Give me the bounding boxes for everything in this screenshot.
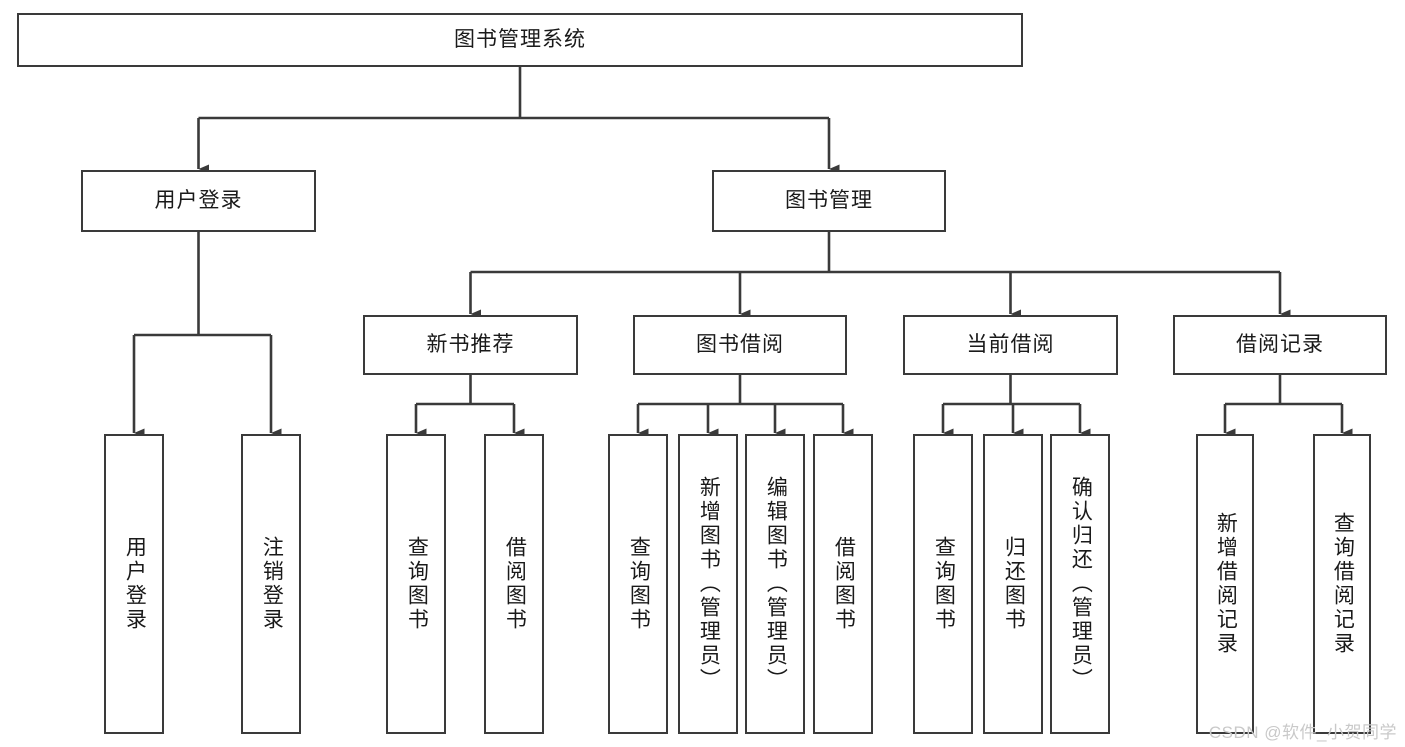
node-current-borrow[interactable]: 当前借阅 <box>903 315 1118 375</box>
node-new-book-recommend-label: 新书推荐 <box>426 333 515 357</box>
leaf-query-borrow-record[interactable]: 查询借阅记录 <box>1313 434 1371 734</box>
leaf-borrow-book-2[interactable]: 借阅图书 <box>813 434 873 734</box>
leaf-query-book-2-label: 查询图书 <box>627 536 651 632</box>
leaf-query-book-2[interactable]: 查询图书 <box>608 434 668 734</box>
node-book-manage[interactable]: 图书管理 <box>712 170 946 232</box>
node-book-manage-label: 图书管理 <box>785 189 873 213</box>
node-user-login[interactable]: 用户登录 <box>81 170 316 232</box>
leaf-query-borrow-record-label: 查询借阅记录 <box>1331 512 1355 656</box>
leaf-user-login-label: 用户登录 <box>123 536 147 632</box>
leaf-add-book-label: 新增图书（管理员） <box>697 476 721 692</box>
node-current-borrow-label: 当前借阅 <box>966 333 1055 357</box>
leaf-logout-label: 注销登录 <box>260 536 284 632</box>
leaf-query-book-3-label: 查询图书 <box>932 536 956 632</box>
node-book-borrow-label: 图书借阅 <box>696 333 784 357</box>
csdn-watermark: CSDN @软件_小贺同学 <box>1208 723 1397 742</box>
leaf-edit-book[interactable]: 编辑图书（管理员） <box>745 434 805 734</box>
node-root[interactable]: 图书管理系统 <box>17 13 1023 67</box>
leaf-add-borrow-record[interactable]: 新增借阅记录 <box>1196 434 1254 734</box>
node-borrow-record-label: 借阅记录 <box>1236 333 1324 357</box>
leaf-edit-book-label: 编辑图书（管理员） <box>764 476 788 692</box>
node-user-login-label: 用户登录 <box>154 189 243 213</box>
leaf-borrow-book-2-label: 借阅图书 <box>832 536 856 632</box>
leaf-borrow-book-1-label: 借阅图书 <box>503 536 527 632</box>
leaf-borrow-book-1[interactable]: 借阅图书 <box>484 434 544 734</box>
leaf-add-book[interactable]: 新增图书（管理员） <box>678 434 738 734</box>
node-borrow-record[interactable]: 借阅记录 <box>1173 315 1387 375</box>
connector-lines <box>132 67 1353 438</box>
node-book-borrow[interactable]: 图书借阅 <box>633 315 847 375</box>
leaf-confirm-return-label: 确认归还（管理员） <box>1069 476 1093 692</box>
node-new-book-recommend[interactable]: 新书推荐 <box>363 315 578 375</box>
leaf-query-book-1-label: 查询图书 <box>405 536 429 632</box>
leaf-return-book[interactable]: 归还图书 <box>983 434 1043 734</box>
leaf-logout[interactable]: 注销登录 <box>241 434 301 734</box>
node-root-label: 图书管理系统 <box>454 28 586 52</box>
leaf-return-book-label: 归还图书 <box>1002 536 1026 632</box>
leaf-query-book-1[interactable]: 查询图书 <box>386 434 446 734</box>
leaf-add-borrow-record-label: 新增借阅记录 <box>1214 512 1238 656</box>
leaf-user-login[interactable]: 用户登录 <box>104 434 164 734</box>
leaf-query-book-3[interactable]: 查询图书 <box>913 434 973 734</box>
leaf-confirm-return[interactable]: 确认归还（管理员） <box>1050 434 1110 734</box>
